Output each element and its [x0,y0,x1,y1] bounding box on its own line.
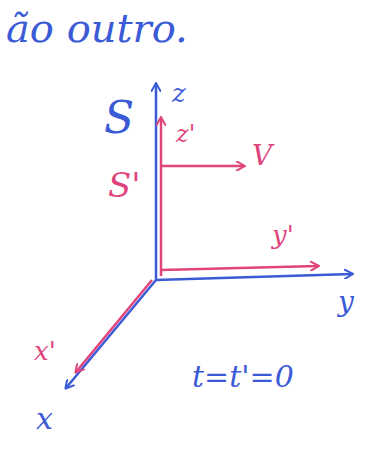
z-axis [155,84,158,280]
axis-name: x' [34,338,56,364]
time-condition: t=t'=0 [192,362,294,392]
axis-name: z' [176,122,195,146]
frame-name: S [104,96,134,140]
note-text: ão outro. [6,8,188,48]
axis-name: y [338,288,354,316]
axis-name: y' [272,222,294,248]
x-axis [66,280,156,388]
velocity-label: V [252,142,272,170]
axis-name: x [36,404,53,434]
x-prime-axis [76,280,152,372]
frame-name: S' [108,168,141,202]
z-prime-axis [160,118,163,276]
y-prime-axis [161,266,318,270]
velocity-arrow [162,165,244,168]
y-axis [156,274,352,280]
axis-name: z [172,80,186,106]
